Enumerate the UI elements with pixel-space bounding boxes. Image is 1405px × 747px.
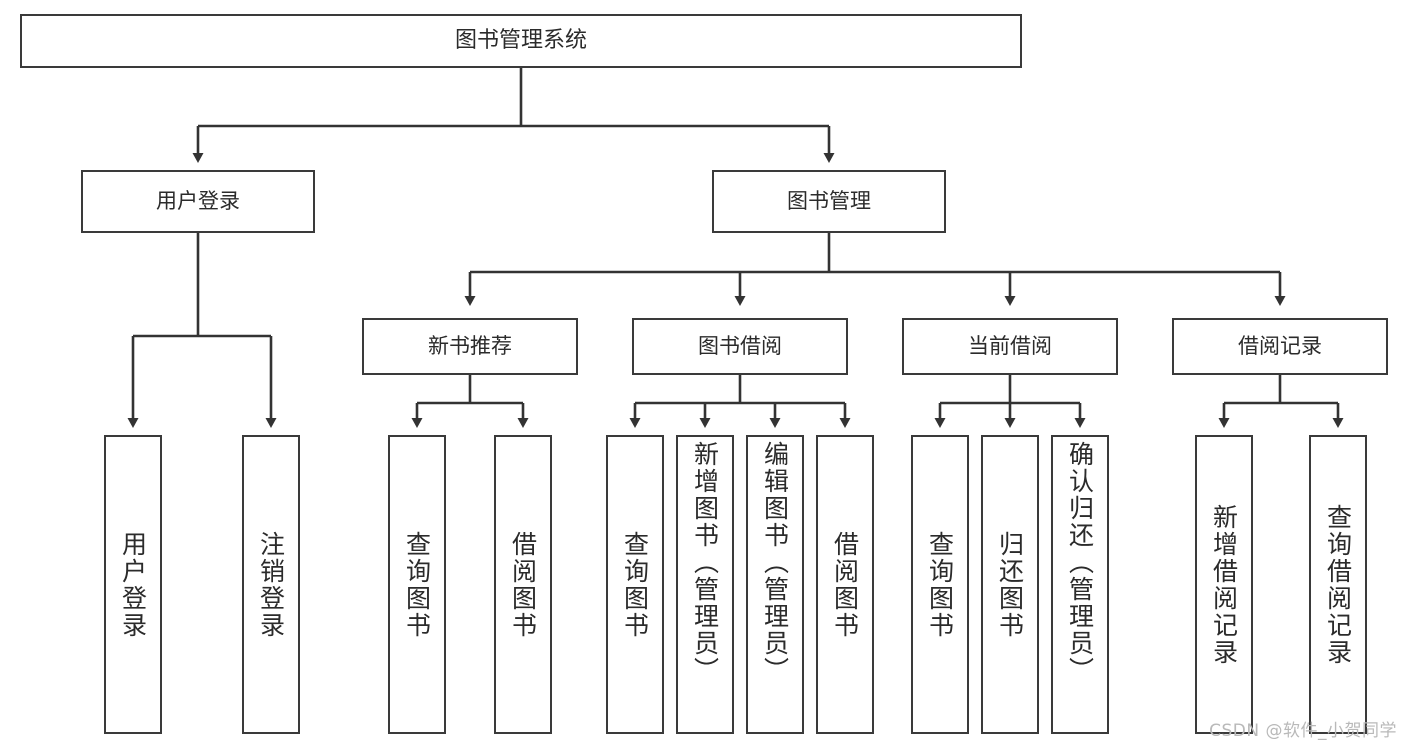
- node-label: 新增图书（管理员）: [690, 441, 720, 684]
- node-borrow-record[interactable]: 借阅记录: [1172, 318, 1388, 375]
- leaf-current-confirm-return-admin[interactable]: 确认归还（管理员）: [1051, 435, 1109, 734]
- node-label: 借阅图书: [508, 530, 538, 639]
- node-current-borrow[interactable]: 当前借阅: [902, 318, 1118, 375]
- leaf-record-add-borrow-record[interactable]: 新增借阅记录: [1195, 435, 1253, 734]
- node-book-borrow[interactable]: 图书借阅: [632, 318, 848, 375]
- node-label: 借阅图书: [830, 530, 860, 639]
- node-root-book-management-system[interactable]: 图书管理系统: [20, 14, 1022, 68]
- leaf-borrow-add-book-admin[interactable]: 新增图书（管理员）: [676, 435, 734, 734]
- node-label: 注销登录: [256, 530, 286, 639]
- leaf-current-query-book[interactable]: 查询图书: [911, 435, 969, 734]
- leaf-recommend-borrow-book[interactable]: 借阅图书: [494, 435, 552, 734]
- node-label: 新增借阅记录: [1209, 503, 1239, 666]
- node-label: 查询借阅记录: [1323, 503, 1353, 666]
- node-label: 归还图书: [995, 530, 1025, 639]
- node-label: 查询图书: [402, 530, 432, 639]
- node-label: 用户登录: [156, 189, 240, 214]
- node-label: 图书借阅: [698, 334, 782, 359]
- node-label: 查询图书: [925, 530, 955, 639]
- node-book-management[interactable]: 图书管理: [712, 170, 946, 233]
- node-label: 图书管理系统: [454, 28, 587, 54]
- node-label: 新书推荐: [428, 334, 512, 359]
- leaf-record-query-borrow-record[interactable]: 查询借阅记录: [1309, 435, 1367, 734]
- node-new-book-recommend[interactable]: 新书推荐: [362, 318, 578, 375]
- node-label: 图书管理: [787, 189, 871, 214]
- node-label: 确认归还（管理员）: [1065, 441, 1095, 684]
- leaf-recommend-query-book[interactable]: 查询图书: [388, 435, 446, 734]
- node-label: 查询图书: [620, 530, 650, 639]
- leaf-user-login[interactable]: 用户登录: [104, 435, 162, 734]
- leaf-borrow-edit-book-admin[interactable]: 编辑图书（管理员）: [746, 435, 804, 734]
- node-label: 借阅记录: [1238, 334, 1322, 359]
- node-label: 用户登录: [118, 530, 148, 639]
- node-label: 编辑图书（管理员）: [760, 441, 790, 684]
- leaf-borrow-borrow-book[interactable]: 借阅图书: [816, 435, 874, 734]
- node-label: 当前借阅: [968, 334, 1052, 359]
- watermark-text: CSDN @软件_小贺同学: [1209, 721, 1397, 741]
- node-user-login[interactable]: 用户登录: [81, 170, 315, 233]
- leaf-current-return-book[interactable]: 归还图书: [981, 435, 1039, 734]
- leaf-logout[interactable]: 注销登录: [242, 435, 300, 734]
- leaf-borrow-query-book[interactable]: 查询图书: [606, 435, 664, 734]
